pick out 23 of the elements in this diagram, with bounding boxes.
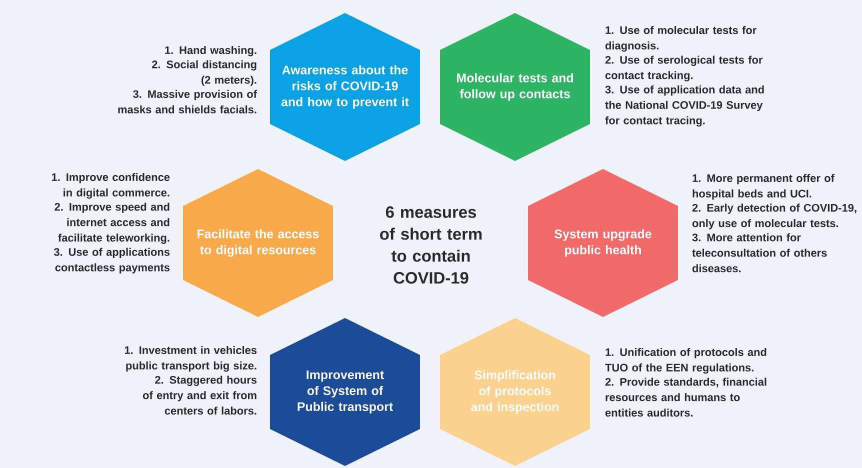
list-item: 2. Early detection of COVID-19, only use of molecular tests. <box>692 204 856 230</box>
list-item: 1. More permanent offer of hospital beds and UCI. <box>692 174 834 200</box>
hexagon: Molecular tests and follow up contacts <box>440 13 590 161</box>
list-item: 1. Investment in vehicles public transport big size. <box>124 346 257 372</box>
list-item: 3. Use of application data and the National COVID-19 Survey for contact tracing. <box>605 85 764 127</box>
list-item: 3. More attention for teleconsultation of others diseases. <box>692 233 827 272</box>
list-item: 2. Social distancing (2 meters). <box>152 60 256 86</box>
title: 6 measures of short term to contain COVID-19 <box>380 206 482 284</box>
list-item: 2. Provide standards, financial resources and humans to entities auditors. <box>605 378 766 417</box>
list-item: 3. Use of applications contactless payments <box>54 248 170 274</box>
list-item: 1. Use of molecular tests for diagnosis. <box>605 26 756 52</box>
list-item: 2. Improve speed and internet access and facilitate teleworking. <box>54 202 170 244</box>
list-item: 1. Improve confidence in digital commerce. <box>52 173 170 199</box>
hexagon: System upgrade public health <box>528 168 678 317</box>
hexagon: Improvement of System of Public transport <box>270 318 420 466</box>
list-item: 3. Massive provision of masks and shields facials. <box>118 90 258 114</box>
list-item: 2. Staggered hours of entry and exit from centers of labors. <box>142 376 257 415</box>
list-item: 2. Use of serological tests for contact tracking. <box>605 56 763 82</box>
hexagon: Simplification of protocols and inspection <box>440 318 590 466</box>
hexagon: Awareness about the risks of COVID-19 and how to prevent it <box>270 13 420 161</box>
list-item: 1. Unification of protocols and TUO of the EEN regulations. <box>605 348 766 374</box>
hexagon: Facilitate the access to digital resources <box>183 168 333 317</box>
list-item: 1. Hand washing. <box>165 46 256 56</box>
